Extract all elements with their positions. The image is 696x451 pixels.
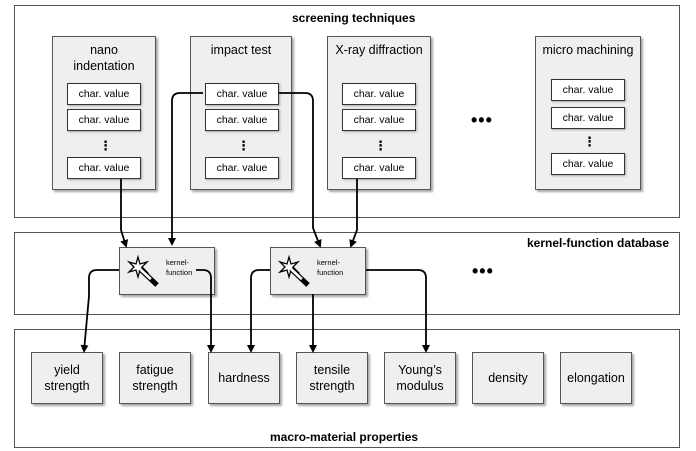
technique-title: X-ray diffraction	[335, 43, 423, 57]
property-hardness: hardness	[208, 352, 280, 404]
technique-nano-indentation: nano indentation char. value char. value…	[52, 36, 156, 190]
char-value-box: char. value	[205, 83, 279, 105]
char-value-box: char. value	[342, 83, 416, 105]
kernel-function-box-1: kernel- function	[119, 247, 215, 295]
technique-title: impact test	[210, 43, 272, 57]
kernel-function-database-title: kernel-function database	[527, 236, 670, 250]
technique-x-ray-diffraction: X-ray diffraction char. value char. valu…	[327, 36, 431, 190]
char-value-box: char. value	[342, 109, 416, 131]
char-value-box: char. value	[67, 109, 141, 131]
char-value-box: char. value	[342, 157, 416, 179]
screening-techniques-title: screening techniques	[292, 11, 416, 25]
vertical-ellipsis: ⋮	[99, 138, 112, 153]
property-yield-strength: yield strength	[31, 352, 103, 404]
technique-title: nano indentation	[73, 43, 135, 73]
kernel-function-label: kernel- function	[317, 258, 344, 277]
property-density: density	[472, 352, 544, 404]
char-value-box: char. value	[67, 157, 141, 179]
property-elongation: elongation	[560, 352, 632, 404]
char-value-box: char. value	[205, 109, 279, 131]
vertical-ellipsis: ⋮	[583, 134, 596, 149]
char-value-box: char. value	[67, 83, 141, 105]
technique-micro-machining: micro machining char. value char. value …	[535, 36, 641, 190]
magic-wand-icon	[277, 255, 310, 287]
property-youngs-modulus: Young’s modulus	[384, 352, 456, 404]
kernel-function-label: kernel- function	[166, 258, 193, 277]
vertical-ellipsis: ⋮	[374, 138, 387, 153]
macro-material-properties-title: macro-material properties	[270, 430, 419, 444]
char-value-box: char. value	[551, 79, 625, 101]
vertical-ellipsis: ⋮	[237, 138, 250, 153]
technique-impact-test: impact test char. value char. value ⋮ ch…	[190, 36, 292, 190]
property-tensile-strength: tensile strength	[296, 352, 368, 404]
more-kernel-functions-ellipsis: •••	[472, 261, 494, 281]
more-techniques-ellipsis: •••	[471, 110, 493, 130]
technique-title: micro machining	[542, 43, 634, 57]
property-fatigue-strength: fatigue strength	[119, 352, 191, 404]
kernel-function-box-2: kernel- function	[270, 247, 366, 295]
char-value-box: char. value	[551, 107, 625, 129]
magic-wand-icon	[126, 255, 159, 287]
char-value-box: char. value	[205, 157, 279, 179]
char-value-box: char. value	[551, 153, 625, 175]
